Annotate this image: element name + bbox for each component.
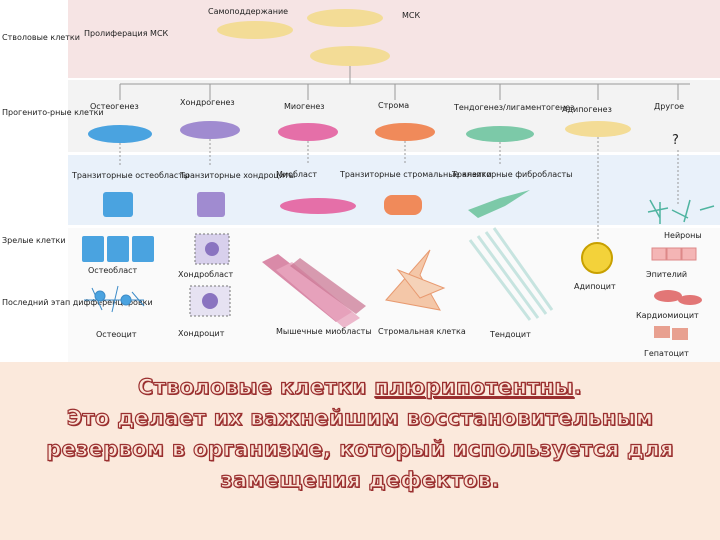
row-label-terminal: Последний этап дифференцировки xyxy=(2,298,153,307)
caption-text: Стволовые клетки xyxy=(137,374,375,399)
msc-cell xyxy=(217,21,293,39)
stem-band xyxy=(68,0,720,78)
arrow-lines xyxy=(119,137,679,240)
caption-line-1: Стволовые клетки плюрипотентны. xyxy=(0,372,720,403)
stroma-progenitor-cell xyxy=(375,123,435,141)
neuron-cells xyxy=(647,199,715,224)
lineage-label: Остеогенез xyxy=(90,102,139,111)
proliferation-label: Пролиферация МСК xyxy=(84,29,169,38)
cardiomyocyte-cells xyxy=(654,290,702,305)
other-cell-label: Эпителий xyxy=(646,270,687,279)
transitory-chondro-cell xyxy=(197,192,225,217)
row-label-progenitor: Прогенито-рные клетки xyxy=(2,108,104,117)
row-label-mature: Зрелые клетки xyxy=(2,236,66,245)
other-cell-label: Гепатоцит xyxy=(644,349,689,358)
osteoblast-cell xyxy=(107,236,129,262)
lineage-label: Строма xyxy=(378,101,409,110)
tendocyte-label: Тендоцит xyxy=(489,330,531,339)
osteocyte-label: Остеоцит xyxy=(96,330,137,339)
tendocyte-fibers xyxy=(468,227,554,321)
msc-cell xyxy=(310,46,390,66)
transitory-chondro-label: Транзиторные хондроциты xyxy=(179,171,295,180)
row-label-stem: Стволовые клетки xyxy=(2,33,80,42)
transitory-osteo-cell xyxy=(103,192,133,217)
msc-label: МСК xyxy=(402,11,420,20)
chondrocyte-label: Хондроцит xyxy=(178,329,225,338)
transitory-stromal-cell xyxy=(384,195,422,215)
myofibers-label: Мышечные миобласты xyxy=(276,327,372,336)
lineage-label: Хондрогенез xyxy=(180,98,235,107)
adipocyte-label: Адипоцит xyxy=(574,282,616,291)
lineage-label: Миогенез xyxy=(284,102,325,111)
chondro-progenitor-cell xyxy=(180,121,240,139)
question-mark: ? xyxy=(672,133,679,148)
caption-line-4: замещения дефектов. xyxy=(220,467,500,492)
muscle-fibers xyxy=(262,254,366,328)
myoblast-cell xyxy=(280,198,356,214)
lineage-label: Тендогенез/лигаментогенез xyxy=(453,103,574,112)
branch-lines xyxy=(119,66,690,100)
differentiation-diagram: Стволовые клетки Прогенито-рные клетки З… xyxy=(2,0,720,358)
chondroblast-nucleus xyxy=(205,242,219,256)
caption-panel: Стволовые клетки плюрипотентны. Это дела… xyxy=(0,362,720,540)
chondroblast-label: Хондробласт xyxy=(178,270,233,279)
transitory-stromal-label: Транзиторные стромальные клетки xyxy=(339,170,492,179)
adipo-progenitor-cell xyxy=(565,121,631,137)
lineage-label: Другое xyxy=(654,102,684,111)
progenitor-band xyxy=(68,80,720,152)
caption-line-2: Это делает их важнейшим восстановительны… xyxy=(66,405,654,430)
tendo-progenitor-cell xyxy=(466,126,534,142)
lineage-label: Адипогенез xyxy=(562,105,612,114)
osteoblast-label: Остеобласт xyxy=(88,266,138,275)
osteoblast-cell xyxy=(132,236,154,262)
transitory-fibro-cell xyxy=(468,190,530,218)
chondrocyte-nucleus xyxy=(202,293,218,309)
osteoblast-cell xyxy=(82,236,104,262)
stromal-cell-label: Стромальная клетка xyxy=(378,327,466,336)
adipocyte-cell xyxy=(581,242,613,274)
chondrocyte-cell xyxy=(189,285,231,317)
transitory-fibro-label: Транзиторные фибробласты xyxy=(451,170,572,179)
hepatocyte-cells xyxy=(654,326,688,340)
epithelium-cells xyxy=(651,247,697,261)
caption-text: . xyxy=(573,374,583,399)
other-cell-label: Кардиомиоцит xyxy=(636,311,699,320)
myoblast-label: Миобласт xyxy=(276,170,317,179)
osteo-progenitor-cell xyxy=(88,125,152,143)
transitory-osteo-label: Транзиторные остеобласты xyxy=(71,171,189,180)
caption-underlined-word: плюрипотентны xyxy=(374,374,574,399)
msc-cell xyxy=(307,9,383,27)
stromal-cells xyxy=(385,249,446,311)
caption-line-3: резервом в организме, который использует… xyxy=(46,436,674,461)
self-renewal-label: Самоподдержание xyxy=(208,7,288,16)
other-cell-label: Нейроны xyxy=(664,231,702,240)
myo-progenitor-cell xyxy=(278,123,338,141)
osteocyte-cells xyxy=(84,285,145,313)
